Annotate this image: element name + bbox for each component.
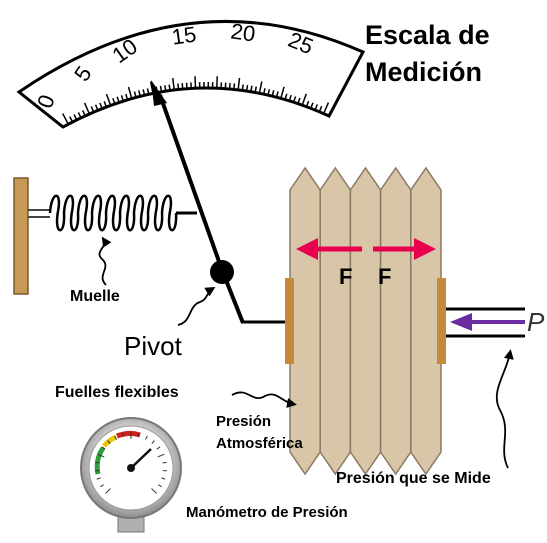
pivot-leader bbox=[178, 289, 212, 325]
bellows-fin bbox=[290, 168, 320, 474]
force-label-left: F bbox=[339, 264, 352, 290]
spring-coil bbox=[50, 196, 176, 231]
scale-tick bbox=[165, 85, 166, 91]
atmospheric-label-line-2: Atmosférica bbox=[216, 433, 303, 455]
atmospheric-label-line-1: Presión bbox=[216, 411, 271, 433]
scale-tick bbox=[251, 86, 252, 92]
pivot-label: Pivot bbox=[124, 331, 182, 362]
scale-tick bbox=[178, 84, 179, 90]
scale-tick bbox=[234, 83, 235, 89]
scale-tick bbox=[182, 83, 183, 89]
bellows-fin bbox=[411, 168, 441, 474]
spring-label: Muelle bbox=[70, 288, 120, 306]
scale-tick bbox=[242, 84, 243, 90]
scale-tick bbox=[247, 85, 248, 91]
scale-tick-label: 15 bbox=[170, 21, 198, 49]
bellows-fin bbox=[320, 168, 350, 474]
pointer-needle bbox=[160, 95, 222, 270]
bellows bbox=[285, 168, 446, 474]
title-line-1: Escala de bbox=[365, 18, 490, 52]
scale-tick bbox=[169, 85, 170, 91]
title-line-2: Medición bbox=[365, 55, 482, 89]
pressure-arrow-head bbox=[450, 313, 472, 331]
scale-tick bbox=[230, 83, 231, 89]
scale-tick bbox=[160, 86, 161, 92]
pressure-label: P bbox=[527, 307, 544, 338]
force-label-right: F bbox=[378, 264, 391, 290]
spring-wall bbox=[14, 178, 28, 294]
bellows-left-plate bbox=[285, 278, 294, 364]
gauge-tick bbox=[95, 462, 99, 463]
bellows-fin bbox=[381, 168, 411, 474]
pivot-point bbox=[210, 260, 234, 284]
bellows-label: Fuelles flexibles bbox=[55, 384, 179, 402]
gauge-label: Manómetro de Presión bbox=[186, 502, 348, 524]
measured-leader bbox=[497, 353, 510, 468]
gauge-tick bbox=[163, 462, 167, 463]
scale-tick bbox=[255, 87, 256, 93]
bellows-right-plate bbox=[437, 278, 446, 364]
pressure-gauge-image bbox=[81, 418, 181, 532]
spring-leader bbox=[99, 240, 106, 285]
bellows-leader bbox=[232, 392, 293, 404]
measured-pressure-label: Presión que se Mide bbox=[336, 470, 491, 488]
scale-tick-label: 20 bbox=[229, 18, 257, 46]
bellows-fin bbox=[350, 168, 380, 474]
